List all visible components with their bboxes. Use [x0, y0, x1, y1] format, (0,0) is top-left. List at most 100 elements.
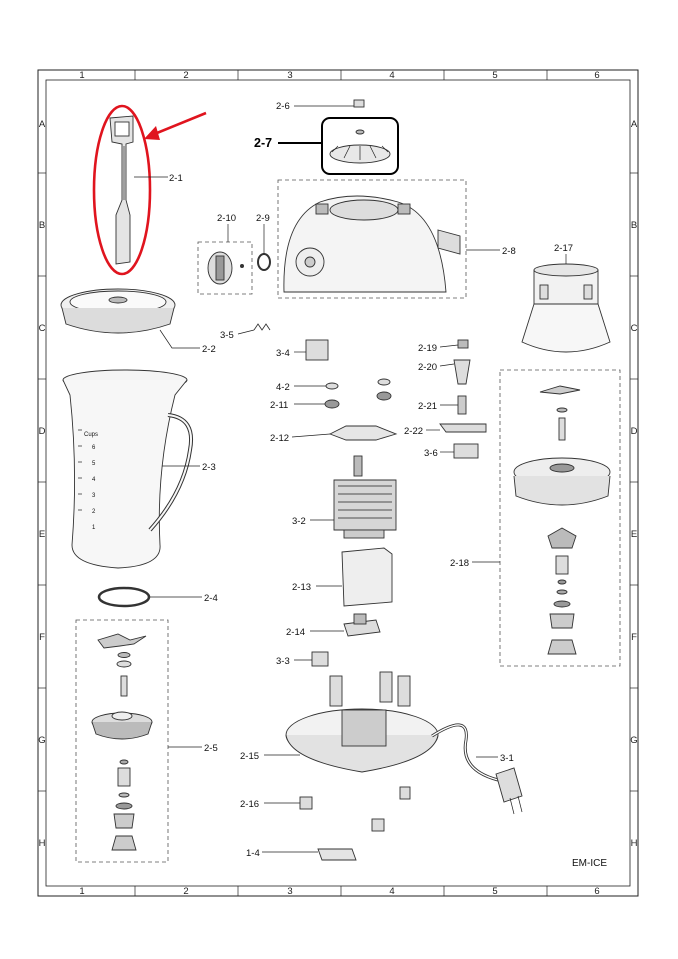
- highlight-arrow: [144, 111, 207, 140]
- part-foot-3: [371, 818, 385, 832]
- part-2-19: [457, 339, 469, 349]
- label-2-11: 2-11: [270, 400, 288, 411]
- grid-right: A B C D E F G H: [630, 119, 638, 849]
- label-3-1: 3-1: [500, 753, 514, 764]
- grid-row-d: D: [39, 426, 46, 437]
- jug-mark-5: 5: [92, 461, 96, 467]
- grid-row-d-right: D: [631, 426, 638, 437]
- part-2-8-housing-dome: [283, 195, 461, 293]
- group-2-8-box: [277, 179, 467, 299]
- label-2-8: 2-8: [502, 246, 516, 257]
- grid-row-g: G: [38, 735, 45, 746]
- grid-col-5: 5: [492, 70, 497, 81]
- part-2-10-knob: [207, 251, 244, 285]
- label-2-9: 2-9: [256, 213, 270, 224]
- jug-mark-3: 3: [92, 493, 96, 499]
- part-2-17-grinder-cup: [521, 263, 611, 353]
- part-2-15-base: [285, 671, 439, 773]
- grid-col-4: 4: [389, 70, 394, 81]
- label-2-15: 2-15: [240, 751, 259, 762]
- part-3-2-motor: [333, 455, 397, 539]
- leader-2-19: [439, 344, 459, 348]
- part-2-1-spatula: [109, 115, 134, 265]
- label-2-14: 2-14: [286, 627, 305, 638]
- part-2-3-jug: [62, 369, 193, 569]
- label-2-6: 2-6: [276, 101, 290, 112]
- drawing-code: EM-ICE: [572, 858, 607, 869]
- label-2-16: 2-16: [240, 799, 259, 810]
- outer-frame: [37, 69, 639, 897]
- part-2-6-cap: [353, 99, 365, 108]
- highlight-circle: [92, 104, 152, 276]
- grid-row-a: A: [39, 119, 46, 130]
- part-2-22: [439, 423, 487, 433]
- grid-col-1-bottom: 1: [79, 886, 84, 897]
- label-2-10: 2-10: [217, 213, 236, 224]
- part-2-7-lid-insert: [329, 129, 391, 164]
- label-2-5: 2-5: [204, 743, 218, 754]
- grid-row-g-right: G: [630, 735, 637, 746]
- label-2-12: 2-12: [270, 433, 289, 444]
- grid-row-h: H: [39, 838, 46, 849]
- part-2-16-foot: [299, 796, 313, 810]
- grid-left: A B C D E F G H: [38, 119, 46, 849]
- label-2-1: 2-1: [169, 173, 183, 184]
- leader-2-12: [291, 433, 331, 438]
- part-3-4-switch: [305, 339, 329, 361]
- grid-row-a-right: A: [631, 119, 638, 130]
- grid-row-e: E: [39, 529, 45, 540]
- label-2-4: 2-4: [204, 593, 218, 604]
- part-washer-small: [377, 378, 391, 386]
- leader-2-2: [159, 329, 200, 349]
- label-2-3: 2-3: [202, 462, 216, 473]
- part-2-12-bracket: [328, 425, 398, 441]
- label-1-4: 1-4: [246, 848, 260, 859]
- jug-mark-6: 6: [92, 445, 96, 451]
- label-2-18: 2-18: [450, 558, 469, 569]
- grid-col-5-bottom: 5: [492, 886, 497, 897]
- part-2-2-lid: [60, 288, 176, 334]
- part-2-5-blade-assembly: [91, 633, 153, 851]
- label-2-2: 2-2: [202, 344, 216, 355]
- part-2-4-gasket: [97, 586, 151, 608]
- label-2-20: 2-20: [418, 362, 437, 373]
- leader-3-5: [237, 329, 255, 335]
- grid-col-4-bottom: 4: [389, 886, 394, 897]
- grid-row-e-right: E: [631, 529, 637, 540]
- inner-frame: [45, 79, 631, 887]
- jug-mark-4: 4: [92, 477, 96, 483]
- part-2-11-bushing: [324, 399, 340, 409]
- group-2-10-box: [197, 241, 253, 295]
- label-2-21: 2-21: [418, 401, 437, 412]
- grid-row-b-right: B: [631, 220, 637, 231]
- grid-col-6-bottom: 6: [594, 886, 599, 897]
- label-3-6: 3-6: [424, 448, 438, 459]
- jug-mark-1: 1: [92, 525, 96, 531]
- label-2-19: 2-19: [418, 343, 437, 354]
- grid-row-f: F: [39, 632, 45, 643]
- label-3-5: 3-5: [220, 330, 234, 341]
- grid-col-1: 1: [79, 70, 84, 81]
- label-2-7: 2-7: [254, 136, 272, 150]
- part-4-2-washer: [325, 382, 339, 390]
- grid-top: 1 2 3 4 5 6: [79, 70, 600, 81]
- part-3-5-spring: [253, 323, 271, 331]
- part-3-6-switch: [453, 443, 479, 459]
- part-3-1-power-cord: [431, 723, 523, 815]
- grid-bottom: 1 2 3 4 5 6: [79, 886, 600, 897]
- jug-cups-label: Cups: [84, 432, 98, 438]
- part-2-20: [453, 359, 471, 385]
- label-3-3: 3-3: [276, 656, 290, 667]
- grid-row-b: B: [39, 220, 45, 231]
- part-2-7-box: [321, 117, 399, 175]
- label-2-17: 2-17: [554, 243, 573, 254]
- label-2-22: 2-22: [404, 426, 423, 437]
- part-3-3-switch: [311, 651, 329, 667]
- leader-2-20: [439, 363, 455, 367]
- part-2-18-grinder-assembly: [513, 385, 611, 655]
- part-1-4-sticker: [317, 848, 357, 861]
- group-2-5-box: [75, 619, 169, 863]
- label-3-2: 3-2: [292, 516, 306, 527]
- grid-row-c-right: C: [631, 323, 638, 334]
